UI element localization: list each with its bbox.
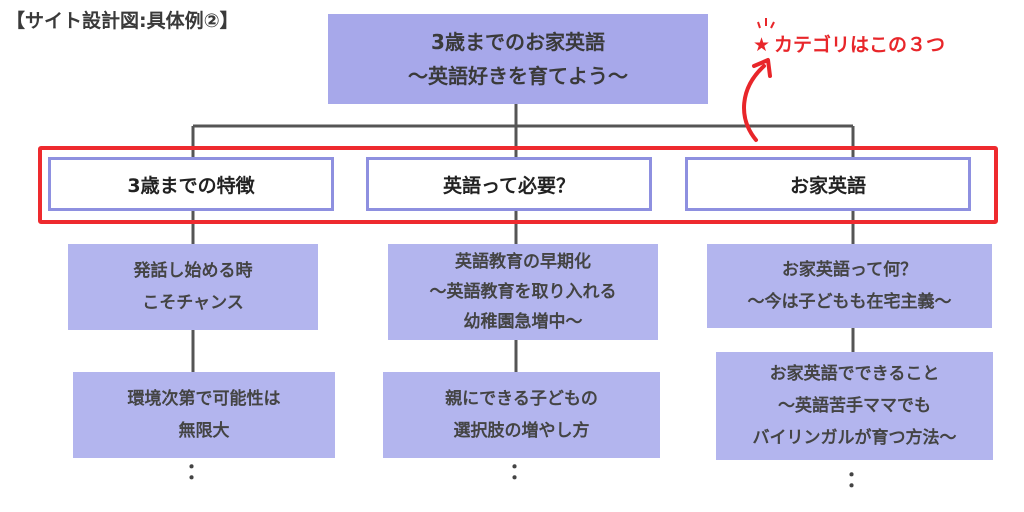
ellipsis: ：: [509, 460, 532, 485]
child-node: 発話し始める時 こそチャンス: [68, 244, 318, 330]
child-node: お家英語でできること 〜英語苦手ママでも バイリンガルが育つ方法〜: [716, 352, 993, 460]
category-node-1: 3歳までの特徴: [48, 157, 334, 211]
child-node: お家英語って何？ 〜今は子どもも在宅主義〜: [707, 244, 992, 328]
child-line: 選択肢の増やし方: [453, 421, 590, 441]
child-line: 〜今は子どもも在宅主義〜: [747, 292, 952, 312]
child-node: 英語教育の早期化 〜英語教育を取り入れる 幼稚園急増中〜: [388, 244, 658, 340]
category-highlight-frame: [38, 146, 998, 224]
root-line-1: 3歳までのお家英語: [431, 30, 605, 54]
child-line: 発話し始める時: [133, 261, 253, 281]
child-line: 幼稚園急増中〜: [463, 312, 583, 332]
child-line: 無限大: [178, 421, 230, 441]
category-node-2: 英語って必要？: [366, 157, 652, 211]
ellipsis: ：: [186, 460, 209, 485]
root-node: 3歳までのお家英語 〜英語好きを育てよう〜: [328, 14, 708, 104]
category-node-3: お家英語: [685, 157, 971, 211]
child-line: 〜英語教育を取り入れる: [429, 282, 617, 302]
child-node: 親にできる子どもの 選択肢の増やし方: [383, 372, 660, 458]
child-line: 〜英語苦手ママでも: [778, 396, 931, 416]
child-line: こそチャンス: [142, 293, 244, 313]
ellipsis: ：: [846, 468, 869, 493]
child-line: 親にできる子どもの: [445, 389, 598, 409]
child-line: 英語教育の早期化: [455, 252, 591, 272]
child-node: 環境次第で可能性は 無限大: [73, 372, 335, 458]
child-line: お家英語でできること: [769, 364, 940, 384]
diagram-title: 【サイト設計図:具体例②】: [6, 10, 239, 32]
category-note-text: カテゴリはこの３つ: [774, 34, 946, 56]
child-line: 環境次第で可能性は: [127, 389, 281, 409]
category-note: ★カテゴリはこの３つ: [753, 30, 945, 57]
star-icon: ★: [753, 34, 771, 56]
root-line-2: 〜英語好きを育てよう〜: [408, 64, 628, 88]
child-line: バイリンガルが育つ方法〜: [752, 428, 957, 448]
child-line: お家英語って何？: [781, 260, 918, 280]
